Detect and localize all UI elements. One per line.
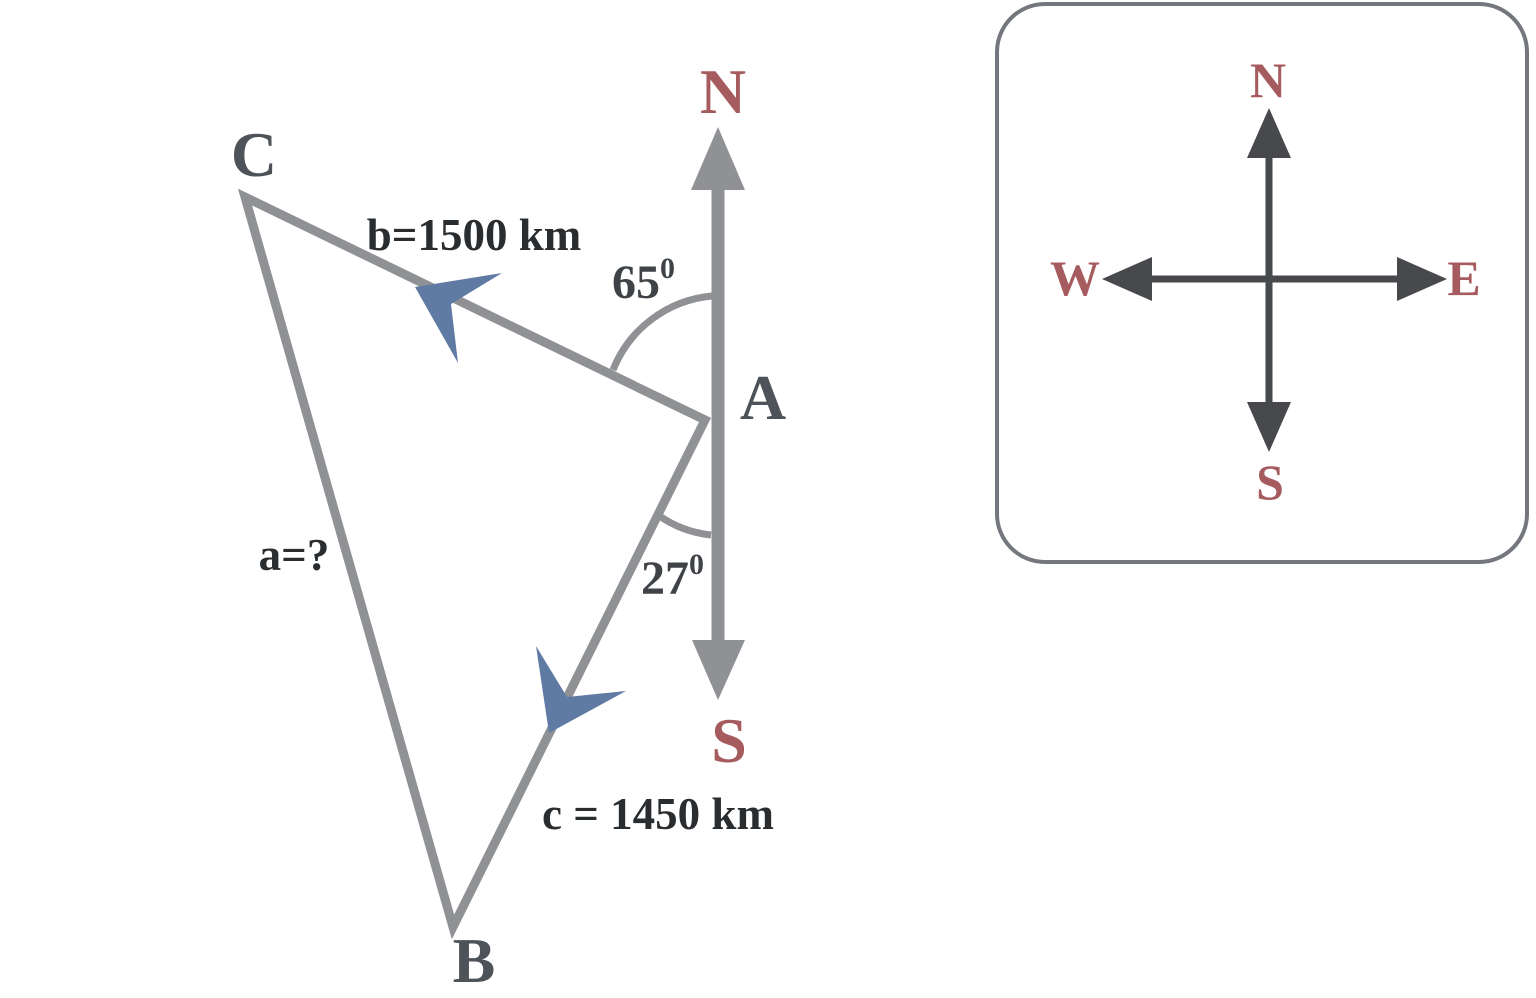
compass-north-label: N	[1250, 52, 1286, 108]
compass-east-arrowhead-icon	[1397, 257, 1447, 301]
triangle-outline	[237, 188, 712, 940]
north-label: N	[700, 56, 746, 127]
compass-south-arrowhead-icon	[1247, 402, 1291, 452]
compass-legend-box	[995, 2, 1529, 564]
south-label: S	[711, 705, 747, 776]
angle-65-arc	[609, 292, 713, 372]
direction-arrow-ac-icon	[415, 273, 502, 363]
south-arrowhead-icon	[692, 640, 745, 700]
side-label-b: b=1500 km	[367, 210, 581, 260]
compass-west-label: W	[1050, 250, 1100, 306]
side-label-c: c = 1450 km	[542, 789, 774, 839]
compass-north-arrowhead-icon	[1247, 108, 1291, 158]
angle-27-arc	[655, 512, 712, 539]
triangle-figure: C A B N S b=1500 km c = 1450 km a=? 650 …	[231, 56, 786, 996]
angle-label-65: 650	[612, 252, 675, 309]
compass-west-arrowhead-icon	[1102, 257, 1152, 301]
vertex-label-b: B	[453, 925, 496, 996]
compass-legend: N S W E	[995, 2, 1529, 564]
angle-label-27: 270	[641, 548, 704, 605]
direction-arrow-ab-icon	[536, 646, 626, 733]
side-label-a: a=?	[259, 530, 330, 580]
vertex-label-c: C	[231, 119, 277, 190]
north-arrowhead-icon	[691, 127, 745, 190]
vertex-label-a: A	[740, 362, 786, 433]
compass-east-label: E	[1447, 250, 1480, 306]
compass-south-label: S	[1256, 454, 1284, 510]
